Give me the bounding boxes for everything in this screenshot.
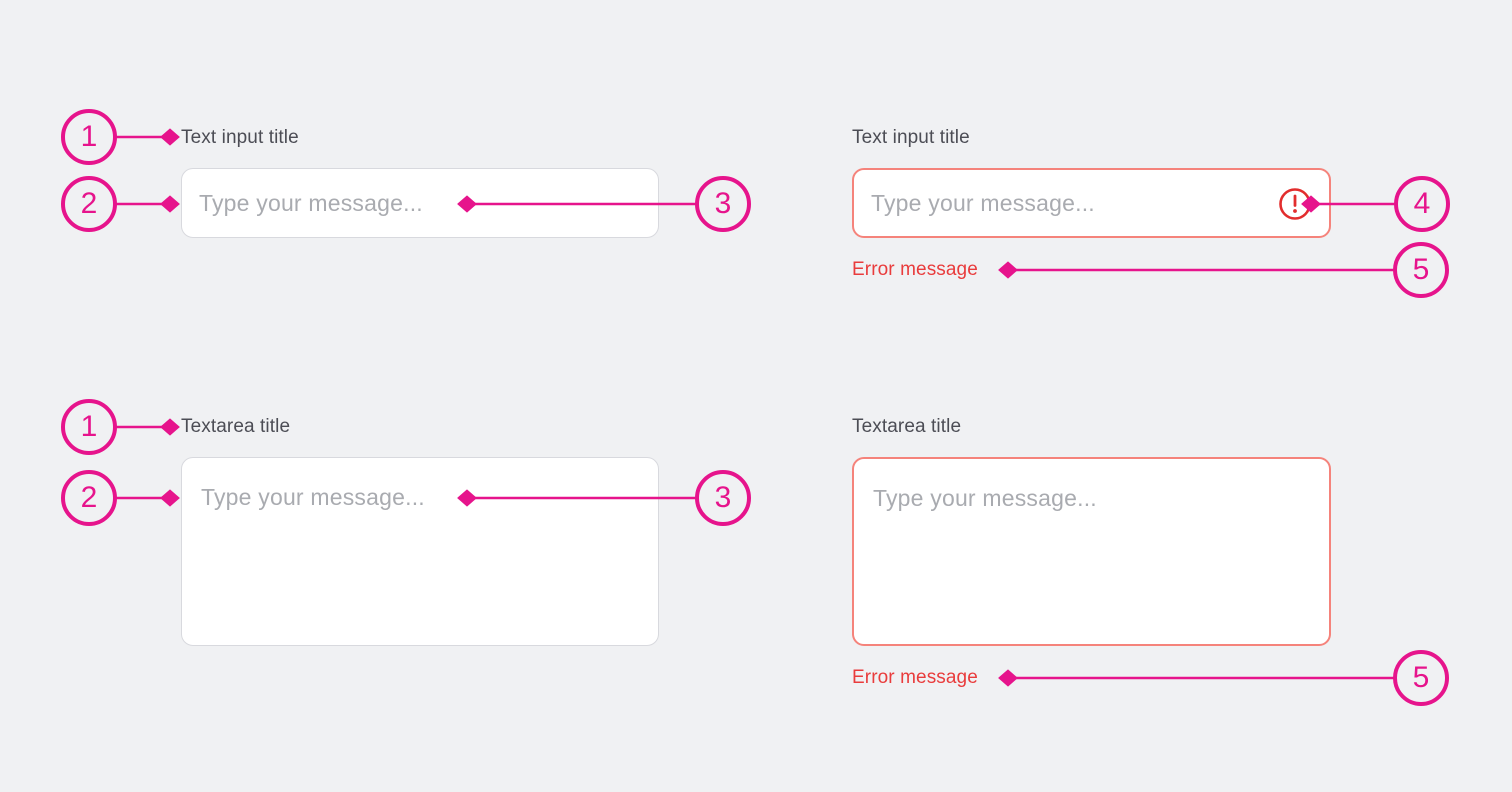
text-input-title: Text input title xyxy=(181,127,299,148)
text-input-error-title: Text input title xyxy=(852,127,970,148)
callout-5-error-message-top: 5 xyxy=(1393,242,1449,298)
diamond-title-top-left xyxy=(160,128,180,146)
text-input-error[interactable] xyxy=(852,168,1331,238)
callout-4-error-icon: 4 xyxy=(1394,176,1450,232)
callout-1-title-bottom: 1 xyxy=(61,399,117,455)
callout-3-placeholder-top: 3 xyxy=(695,176,751,232)
textarea-title: Textarea title xyxy=(181,416,291,437)
callout-2-field-bottom: 2 xyxy=(61,470,117,526)
diamond-field-bottom-left xyxy=(160,489,180,507)
diamond-error-message-bottom xyxy=(998,669,1018,687)
text-input[interactable] xyxy=(181,168,659,238)
callout-3-placeholder-bottom: 3 xyxy=(695,470,751,526)
diamond-error-message-top xyxy=(998,261,1018,279)
diamond-title-bottom-left xyxy=(160,418,180,436)
callout-2-field-top: 2 xyxy=(61,176,117,232)
callout-5-error-message-bottom: 5 xyxy=(1393,650,1449,706)
error-message-text: Error message xyxy=(852,259,978,280)
textarea-error-title: Textarea title xyxy=(852,416,962,437)
error-message-text-bottom: Error message xyxy=(852,667,978,688)
diamond-field-top-left xyxy=(160,195,180,213)
textarea[interactable] xyxy=(181,457,659,646)
callout-1-title-top: 1 xyxy=(61,109,117,165)
textarea-error[interactable] xyxy=(852,457,1331,646)
